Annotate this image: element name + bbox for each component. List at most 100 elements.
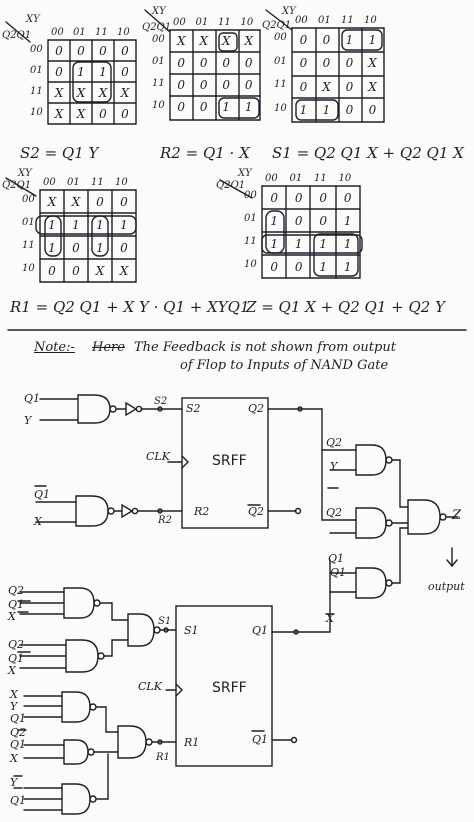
input-label-r1-2: Y [10,700,18,713]
kmap-4-row-label: 01 [22,217,35,228]
kmap-5-cell: 1 [319,236,328,251]
kmap-2-cell: X [244,34,254,48]
kmap-4-cell: 0 [120,194,128,209]
kmap-1-row-label: 01 [30,65,43,76]
clk-bottom-label: CLK [138,680,162,693]
kmap-5-cell: 0 [294,259,303,274]
input-label-s1-5: Q1 [8,652,25,665]
input-label-r1-3: Q1 [10,712,27,725]
output-gate-input-4: Q1 [328,552,345,565]
kmap-4-cell: X [119,263,129,278]
kmap-4-cell: 0 [72,263,80,278]
kmap-4-row-label: 10 [22,263,35,274]
kmap-5-cell: 0 [343,190,352,205]
kmap-5-row-label: 11 [244,236,257,247]
kmap-5-cell: 1 [319,259,328,274]
srff-top-s: S2 [186,402,201,415]
kmap-1-cell: 0 [55,64,63,79]
kmap-2-row-label: 00 [152,34,165,45]
kmap-1-row-label: 11 [30,86,43,97]
kmap-1-rowvar: Q2Q1 [2,30,32,41]
kmap-3-cell: 1 [299,103,308,118]
input-label-mid-1: Q1 [34,488,51,501]
input-label-r1-7: Y [10,776,18,789]
kmap-5-grid [219,179,363,279]
kmap-3-col-label: 00 [295,15,308,26]
kmap-2-cell: X [221,34,231,48]
kmap-4-col-label: 01 [67,177,80,188]
output-gate-input-2: Y [330,460,338,473]
kmap-2-col-label: 00 [173,17,186,28]
kmap-5-cell: 1 [343,236,352,251]
kmap-2-cell: 1 [244,100,253,114]
kmap-1-cell: X [76,106,86,121]
kmap-2-cell: 0 [222,78,231,92]
kmap-4-header: XY [18,168,32,179]
kmap-1-row-label: 10 [30,107,43,118]
kmap-4-cell: 0 [72,240,80,255]
kmap-5-col-label: 00 [265,173,278,184]
kmap-2-col-label: 11 [218,17,231,28]
kmap-1-cell: 0 [121,106,129,121]
input-label-s1-1: Q2 [8,584,25,597]
note-line-1: The Feedback is not shown from output [134,340,396,355]
kmap-5-header: XY [238,168,252,179]
kmap-4-cell: X [95,263,105,278]
kmap-3-col-label: 11 [341,15,354,26]
kmap-3-cell: 0 [322,56,331,71]
kmap-4-cell: 1 [72,217,80,232]
kmap-1-grid [5,21,137,125]
output-gate-input-3: Q2 [326,506,343,519]
kmap-3-cell: 1 [368,32,377,47]
kmap-4-rowvar: Q2Q1 [2,180,32,191]
kmap-3-col-label: 01 [318,15,331,26]
kmap-3-cell: 0 [322,32,331,47]
equation-r1: R1 = Q2 Q1 + X Y · Q1 + XYQ1 [10,298,250,316]
kmap-2-cell: 1 [222,100,231,114]
kmap-1-cell: 1 [99,64,107,79]
input-label-s1-2: Q1 [8,598,25,611]
equation-s1: S1 = Q2 Q1 X + Q2 Q1 X [272,144,464,162]
input-label-s1-6: X [8,664,16,677]
kmap-2-cell: 0 [222,56,231,70]
kmap-2-cell: 0 [177,100,186,114]
kmap-2-cell: 0 [244,78,253,92]
kmap-1-col-label: 00 [51,27,64,38]
kmap-3-row-label: 01 [274,55,287,67]
kmap-4-col-label: 10 [115,177,128,188]
input-label-top-2: Y [24,414,32,427]
kmap-5-cell: 0 [270,259,279,274]
kmap-1-cell: X [98,85,108,100]
kmap-5-cell: 0 [319,213,328,228]
kmap-4-cell: X [47,194,57,209]
srff-bottom-qbar: Q1 [252,733,269,746]
kmap-3-cell: 0 [345,56,354,71]
kmap-5-rowvar: Q2Q1 [216,180,246,191]
kmap-3-cell: 1 [322,103,331,118]
kmap-4-cell: 0 [48,263,56,278]
note-prefix: Note:- [34,340,75,355]
kmap-4-cell: 1 [120,217,128,232]
kmap-2-row-label: 10 [152,100,165,111]
input-label-r1-1: X [10,688,18,701]
kmap-4-row-label: 11 [22,240,35,251]
equation-z: Z = Q1 X + Q2 Q1 + Q2 Y [246,298,445,316]
input-label-r1-4: Q2 [10,726,27,739]
kmap-2-cell: X [176,34,186,48]
kmap-5-cell: 1 [343,213,352,228]
kmap-5-col-label: 10 [338,173,352,184]
kmap-4-cell: 1 [96,240,104,255]
wire-label-r2: R2 [158,515,172,526]
kmap-3-cell: 0 [368,103,377,118]
note-line-2: of Flop to Inputs of NAND Gate [180,358,389,373]
kmap-3-cell: X [368,56,377,71]
kmap-2-row-label: 11 [152,78,165,89]
equation-s2: S2 = Q1 Y [20,144,99,162]
kmap-5-col-label: 01 [289,173,303,184]
kmap-3-cell: X [322,79,331,94]
kmap-5-col-label: 11 [314,173,327,184]
kmap-2-cell: 0 [199,100,208,114]
kmap-3-rowvar: Q2Q1 [262,20,292,31]
input-label-r1-5: Q1 [10,738,27,751]
